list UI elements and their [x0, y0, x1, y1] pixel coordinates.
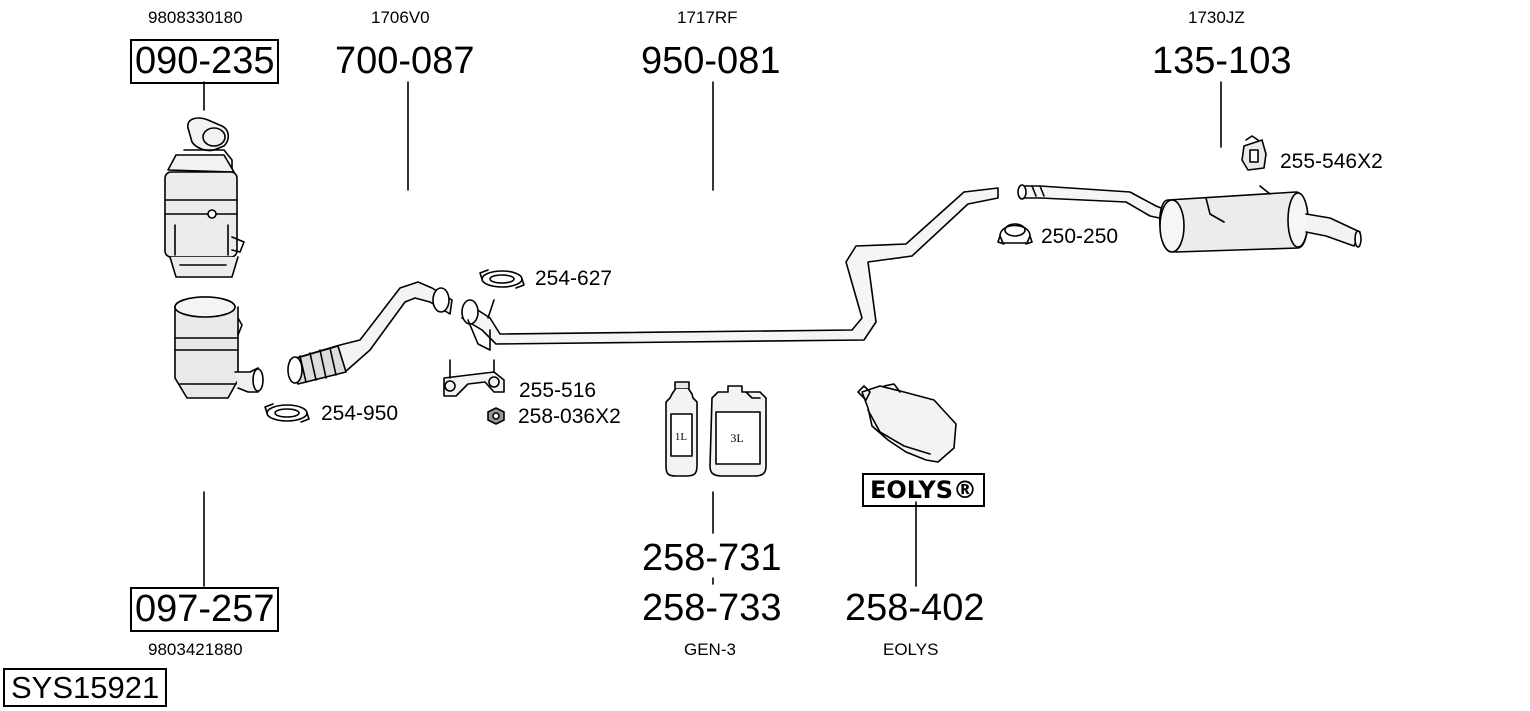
dpf-top-oem: 9808330180: [148, 8, 243, 27]
nut-label: 258-036X2: [518, 405, 621, 428]
clamp-254-627-label: 254-627: [535, 267, 613, 290]
rear-silencer-drawing: [1017, 184, 1362, 253]
nut-258-036: [487, 407, 505, 425]
middle-pipe-drawing: [461, 187, 999, 351]
dpf-top-drawing: [164, 117, 245, 278]
dpf-top-number: 090-235: [130, 39, 280, 84]
eolys-logo: EOLYS®: [862, 473, 986, 507]
front-pipe-drawing: [287, 281, 453, 385]
additive-number-b: 258-733: [642, 587, 782, 629]
eolys-desc: EOLYS: [883, 640, 939, 659]
middle-pipe-number: 950-081: [641, 40, 781, 82]
rubber-mount-255-546: [1241, 135, 1267, 171]
dpf-bottom-drawing: [174, 296, 264, 399]
eolys-tank-drawing: [857, 383, 957, 463]
additive-number-a: 258-731: [642, 537, 782, 579]
clamp-250-250: [997, 223, 1033, 245]
additive-desc: GEN-3: [684, 640, 736, 659]
clamp-254-950: [264, 403, 310, 423]
dpf-bottom-number: 097-257: [130, 587, 280, 632]
bottle-3l-label: 3L: [730, 431, 743, 445]
bracket-255-516: [443, 359, 505, 397]
additive-bottles-drawing: [665, 381, 767, 477]
dpf-bottom-oem: 9803421880: [148, 640, 243, 659]
middle-pipe-oem: 1717RF: [677, 8, 738, 27]
system-code: SYS15921: [3, 668, 168, 707]
bottle-1l-label: 1L: [675, 431, 688, 443]
clamp-254-627: [479, 269, 525, 289]
front-pipe-number: 700-087: [335, 40, 475, 82]
rear-silencer-oem: 1730JZ: [1188, 8, 1245, 27]
clamp-254-950-label: 254-950: [321, 402, 399, 425]
rear-silencer-number: 135-103: [1152, 40, 1292, 82]
bracket-label: 255-516: [519, 379, 597, 402]
front-pipe-oem: 1706V0: [371, 8, 430, 27]
clamp-250-250-label: 250-250: [1041, 225, 1119, 248]
eolys-number: 258-402: [845, 587, 985, 629]
rubber-mount-label: 255-546X2: [1280, 150, 1383, 173]
